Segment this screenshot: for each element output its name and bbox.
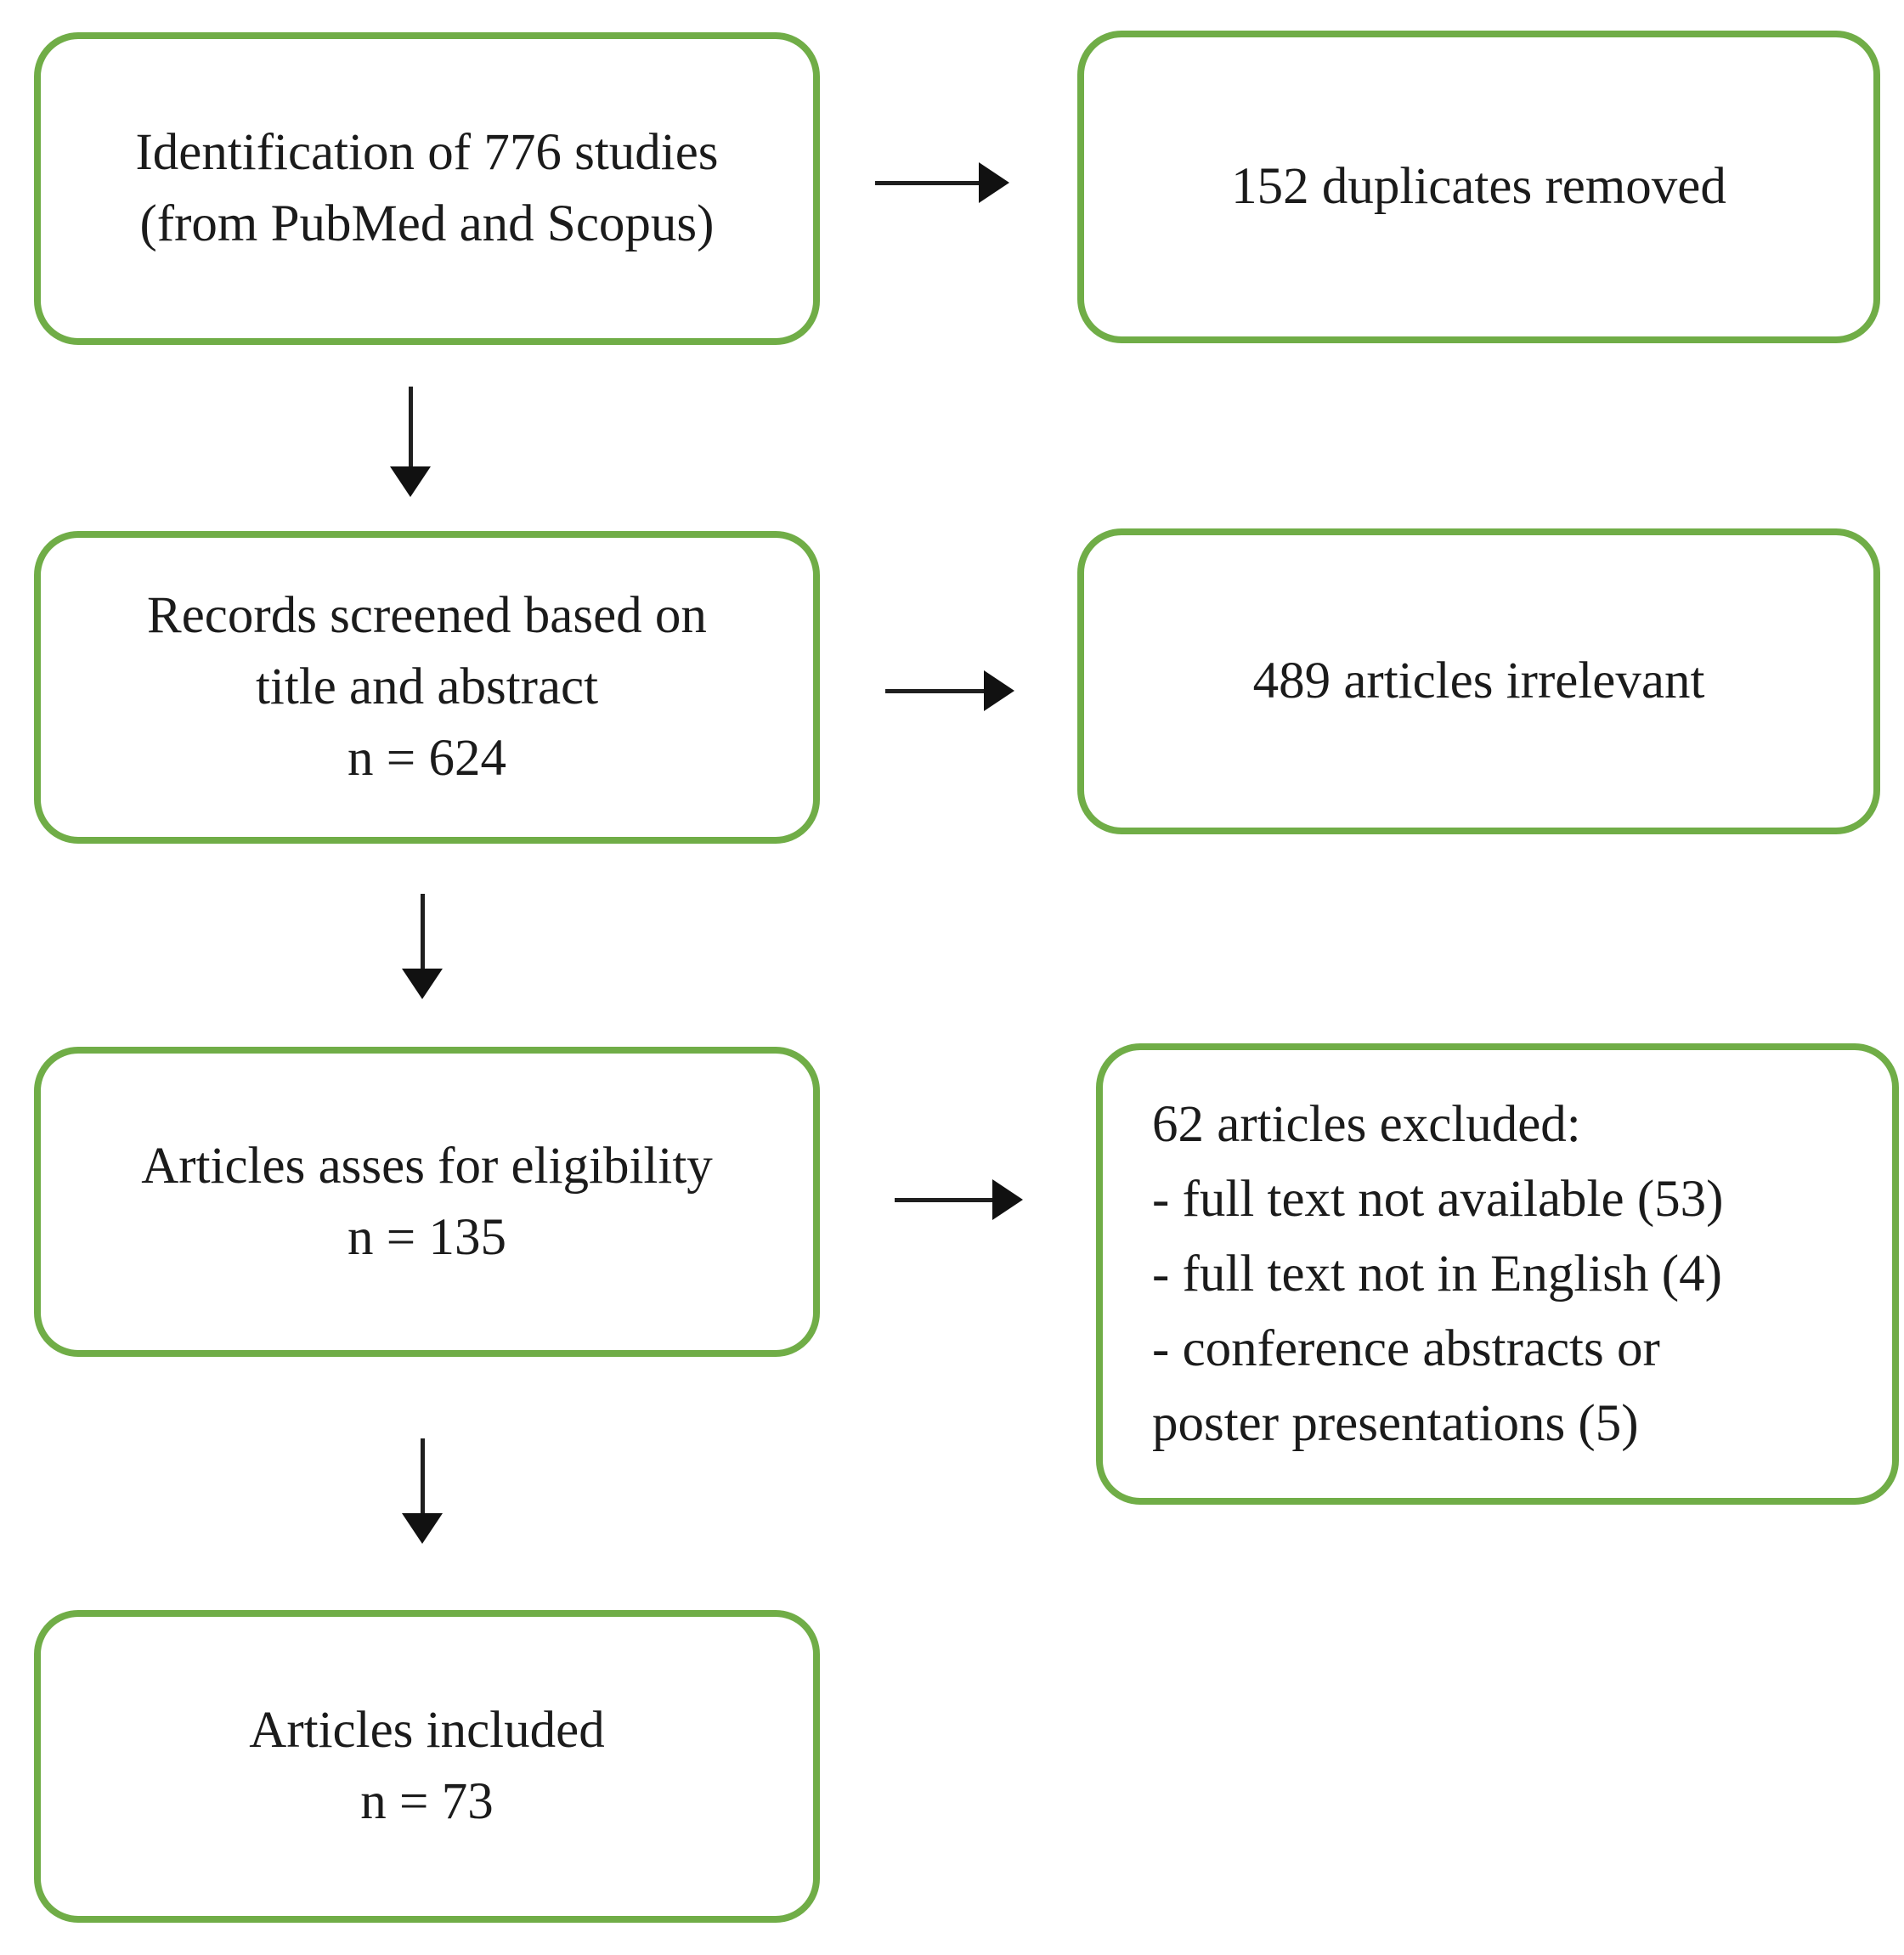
box-articles-irrelevant: 489 articles irrelevant — [1077, 528, 1880, 834]
box-articles-eligibility: Articles asses for eligibility n = 135 — [34, 1047, 820, 1357]
arrow-shaft — [408, 387, 413, 466]
arrow-head — [402, 969, 443, 999]
box-text-line: 489 articles irrelevant — [1252, 653, 1705, 709]
box-text-line: Articles included — [249, 1702, 605, 1759]
arrow-right-icon — [885, 670, 1014, 711]
box-text-line: n = 135 — [347, 1208, 506, 1266]
box-text-line: Identification of 776 studies — [135, 124, 719, 181]
arrow-shaft — [420, 1438, 425, 1513]
arrow-head — [984, 670, 1014, 711]
arrow-down-icon — [402, 1438, 443, 1544]
arrow-shaft — [895, 1197, 992, 1202]
box-text-line: n = 73 — [360, 1773, 494, 1830]
box-text-line: - full text not available (53) — [1152, 1170, 1724, 1228]
box-text-line: poster presentations (5) — [1152, 1394, 1639, 1452]
box-text-line: (from PubMed and Scopus) — [139, 195, 715, 252]
arrow-shaft — [875, 180, 979, 185]
arrow-head — [992, 1179, 1023, 1220]
box-text-line: title and abstract — [255, 658, 599, 715]
box-articles-included: Articles included n = 73 — [34, 1610, 820, 1923]
arrow-head — [390, 466, 431, 497]
box-text-line: n = 624 — [347, 730, 506, 787]
arrow-shaft — [885, 688, 984, 693]
box-duplicates-removed: 152 duplicates removed — [1077, 31, 1880, 343]
box-text-line: Articles asses for eligibility — [141, 1137, 713, 1195]
arrow-right-icon — [875, 162, 1009, 203]
arrow-right-icon — [895, 1179, 1023, 1220]
arrow-shaft — [420, 894, 425, 969]
box-text-line: - full text not in English (4) — [1152, 1245, 1722, 1302]
box-identification: Identification of 776 studies (from PubM… — [34, 32, 820, 345]
arrow-head — [402, 1513, 443, 1544]
arrow-down-icon — [390, 387, 431, 497]
box-records-screened: Records screened based on title and abst… — [34, 531, 820, 844]
box-articles-excluded: 62 articles excluded: - full text not av… — [1096, 1043, 1899, 1505]
box-text-line: 152 duplicates removed — [1231, 158, 1726, 215]
box-text-line: 62 articles excluded: — [1152, 1095, 1581, 1153]
box-text-line: - conference abstracts or — [1152, 1319, 1660, 1377]
arrow-head — [979, 162, 1009, 203]
arrow-down-icon — [402, 894, 443, 999]
box-text-line: Records screened based on — [147, 587, 707, 644]
